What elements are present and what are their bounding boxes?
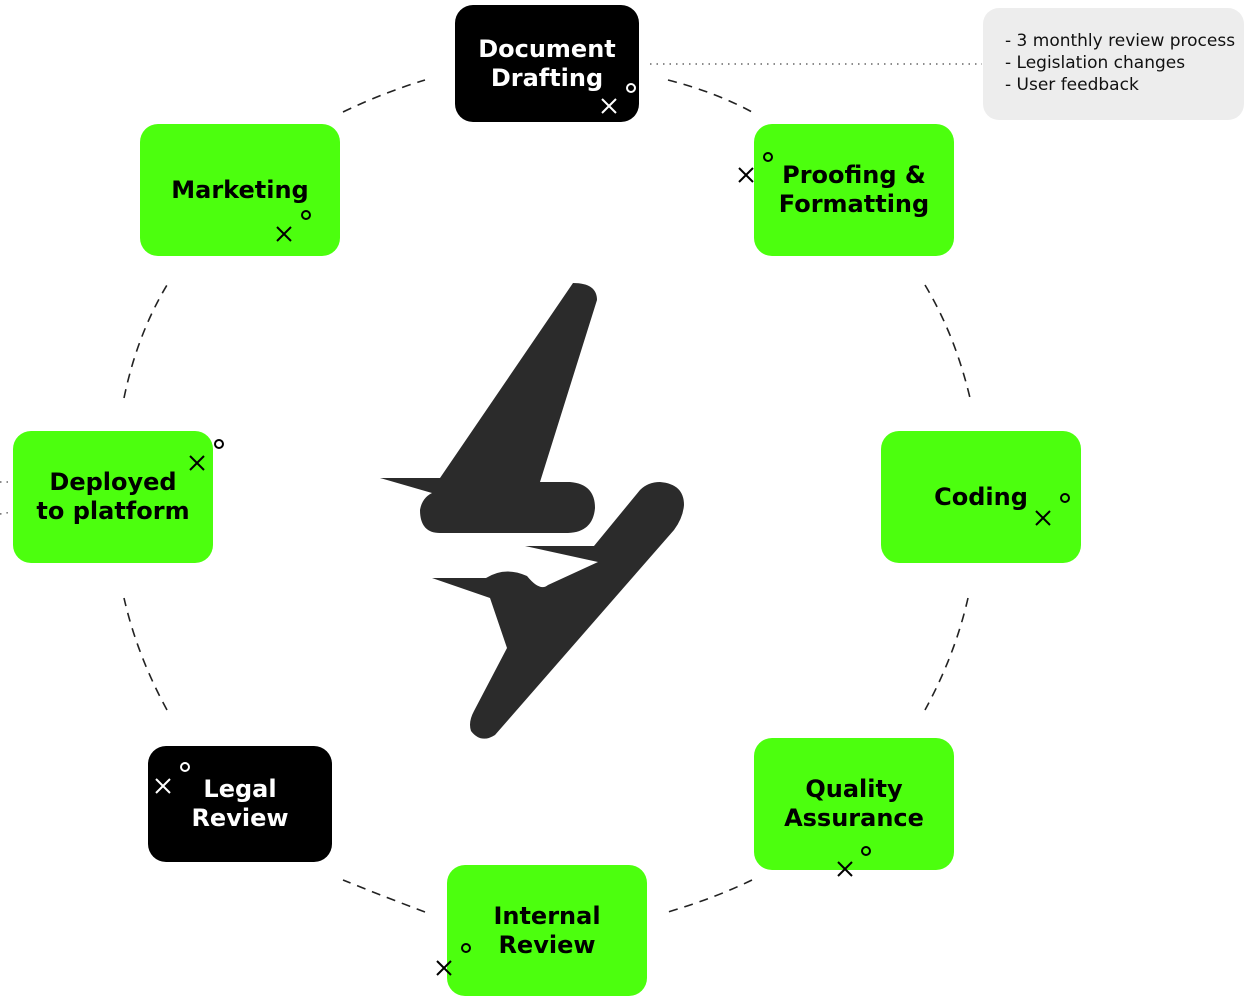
circle-icon — [214, 439, 224, 449]
connector-internal-legal — [342, 879, 426, 913]
stage-deployed-to-platform[interactable]: Deployed to platform — [13, 431, 213, 563]
connector-deployed-marketing — [123, 284, 168, 399]
side-connector-line-2 — [0, 511, 13, 515]
stage-proofing-formatting[interactable]: Proofing & Formatting — [754, 124, 954, 256]
cross-icon — [837, 861, 853, 877]
circle-icon — [1060, 493, 1070, 503]
stage-marketing[interactable]: Marketing — [140, 124, 340, 256]
note-line: - User feedback — [1005, 75, 1139, 95]
circle-icon — [180, 762, 190, 772]
cycle-connectors — [123, 79, 971, 913]
cross-icon — [738, 167, 754, 183]
cross-icon — [189, 455, 205, 471]
circle-icon — [861, 846, 871, 856]
stage-internal-review[interactable]: Internal Review — [447, 865, 647, 996]
stage-quality-assurance[interactable]: Quality Assurance — [754, 738, 954, 870]
connector-drafting-proofing — [667, 79, 753, 113]
stage-document-drafting[interactable]: Document Drafting — [455, 5, 639, 122]
connector-coding-qa — [924, 597, 969, 711]
lightning-bolt-icon — [380, 283, 684, 739]
bolt-lower-half — [432, 482, 684, 739]
cross-icon — [1035, 510, 1051, 526]
circle-icon — [763, 152, 773, 162]
connector-marketing-drafting — [342, 79, 426, 113]
bolt-upper-half — [380, 283, 597, 533]
stage-coding[interactable]: Coding — [881, 431, 1081, 563]
circle-icon — [301, 210, 311, 220]
connector-qa-internal — [667, 879, 753, 913]
cross-icon — [155, 778, 171, 794]
review-note-box: - 3 monthly review process - Legislation… — [983, 8, 1244, 120]
circle-icon — [626, 83, 636, 93]
cross-icon — [601, 98, 617, 114]
cross-icon — [276, 226, 292, 242]
note-line: - Legislation changes — [1005, 53, 1186, 73]
note-line: - 3 monthly review process — [1005, 31, 1236, 51]
cross-icon — [436, 960, 452, 976]
stage-legal-review[interactable]: Legal Review — [148, 746, 332, 862]
circle-icon — [461, 943, 471, 953]
connector-legal-deployed — [123, 597, 168, 711]
connector-proofing-coding — [924, 284, 971, 399]
